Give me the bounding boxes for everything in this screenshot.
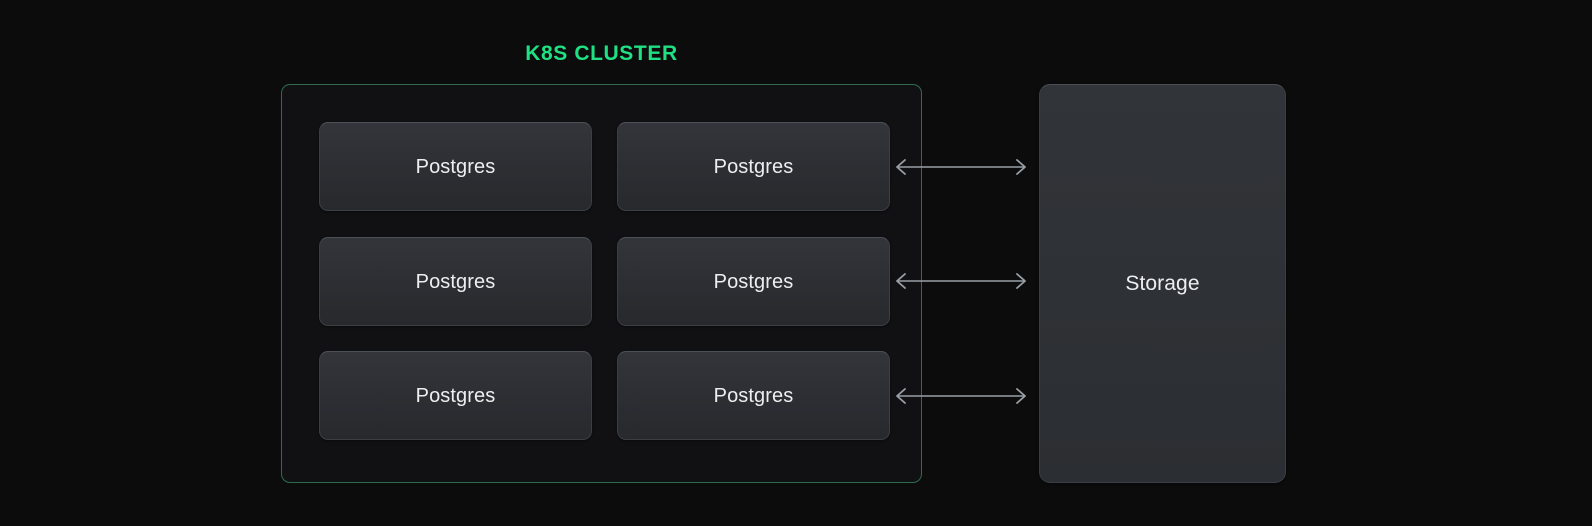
postgres-node-3[interactable]: Postgres (319, 237, 592, 326)
postgres-node-label: Postgres (713, 384, 794, 407)
bidirectional-arrow-icon (896, 388, 1026, 404)
postgres-node-2[interactable]: Postgres (617, 122, 890, 211)
postgres-node-label: Postgres (415, 270, 496, 293)
storage-link-row-1 (888, 154, 1034, 180)
postgres-node-1[interactable]: Postgres (319, 122, 592, 211)
bidirectional-arrow-icon (896, 159, 1026, 175)
postgres-node-label: Postgres (415, 155, 496, 178)
postgres-node-label: Postgres (713, 270, 794, 293)
storage-label: Storage (1125, 271, 1200, 295)
postgres-node-5[interactable]: Postgres (319, 351, 592, 440)
storage-link-row-3 (888, 383, 1034, 409)
bidirectional-arrow-icon (896, 273, 1026, 289)
cluster-title: K8S CLUSTER (525, 42, 678, 65)
storage-block[interactable]: Storage (1039, 84, 1286, 483)
postgres-node-label: Postgres (713, 155, 794, 178)
postgres-node-label: Postgres (415, 384, 496, 407)
postgres-node-6[interactable]: Postgres (617, 351, 890, 440)
postgres-node-4[interactable]: Postgres (617, 237, 890, 326)
storage-link-row-2 (888, 268, 1034, 294)
